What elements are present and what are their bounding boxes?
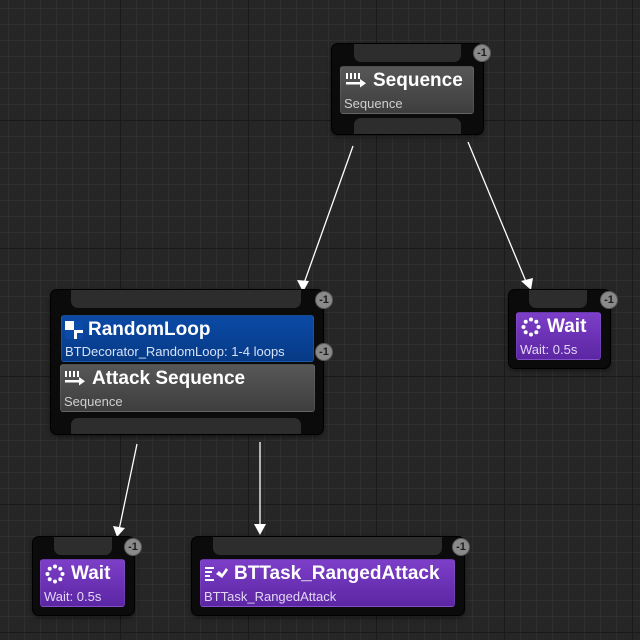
ranged-attack-task-node[interactable]: BTTask_RangedAttack BTTask_RangedAttack … — [192, 537, 469, 615]
output-pin[interactable] — [354, 118, 461, 134]
sequence-composite-card[interactable]: Sequence Sequence — [340, 66, 474, 114]
node-subtitle: Wait: 0.5s — [520, 342, 578, 357]
execution-index-badge: -1 — [601, 292, 617, 308]
wait-task-card[interactable]: Wait Wait: 0.5s — [516, 312, 601, 360]
random-loop-decorator-card[interactable]: RandomLoop BTDecorator_RandomLoop: 1-4 l… — [61, 315, 314, 362]
decorator-subtitle: BTDecorator_RandomLoop: 1-4 loops — [65, 344, 285, 359]
wait-task-card[interactable]: Wait Wait: 0.5s — [40, 559, 125, 607]
wait-task-node-right[interactable]: Wait Wait: 0.5s -1 — [509, 290, 617, 368]
decorator-title: RandomLoop — [88, 319, 211, 340]
execution-index-badge: -1 — [125, 539, 141, 555]
input-pin[interactable] — [71, 290, 301, 308]
node-title: Sequence — [373, 70, 463, 91]
node-subtitle: Sequence — [344, 96, 403, 111]
sequence-root-node[interactable]: Sequence Sequence -1 — [332, 44, 490, 134]
sequence-icon — [65, 371, 85, 386]
input-pin[interactable] — [213, 537, 442, 555]
execution-index-badge: -1 — [474, 45, 490, 61]
input-pin[interactable] — [354, 44, 461, 62]
node-subtitle: Wait: 0.5s — [44, 589, 102, 604]
execution-index-badge: -1 — [316, 292, 332, 308]
execution-index-badge: -1 — [453, 539, 469, 555]
wait-task-node-bottom[interactable]: Wait Wait: 0.5s -1 — [33, 537, 141, 615]
node-title: Wait — [547, 316, 587, 337]
random-loop-icon — [65, 321, 83, 339]
wire-attack-to-wait — [118, 443, 138, 531]
wait-icon — [521, 317, 541, 337]
decorator-index-badge: -1 — [316, 344, 332, 360]
output-pin[interactable] — [71, 418, 301, 434]
node-title: Attack Sequence — [92, 368, 246, 389]
wire-root-to-attack — [302, 145, 354, 287]
ranged-attack-task-card[interactable]: BTTask_RangedAttack BTTask_RangedAttack — [200, 559, 455, 607]
sequence-icon — [346, 73, 366, 88]
node-title: Wait — [71, 563, 111, 584]
node-subtitle: Sequence — [64, 394, 123, 409]
input-pin[interactable] — [529, 290, 587, 308]
wire-root-to-wait — [467, 141, 528, 285]
task-icon — [205, 567, 228, 581]
attack-sequence-node[interactable]: RandomLoop BTDecorator_RandomLoop: 1-4 l… — [51, 290, 332, 434]
node-title: BTTask_RangedAttack — [234, 563, 440, 584]
wait-icon — [45, 564, 65, 584]
attack-sequence-composite-card[interactable]: Attack Sequence Sequence — [60, 364, 315, 412]
input-pin[interactable] — [54, 537, 112, 555]
node-subtitle: BTTask_RangedAttack — [204, 589, 337, 604]
